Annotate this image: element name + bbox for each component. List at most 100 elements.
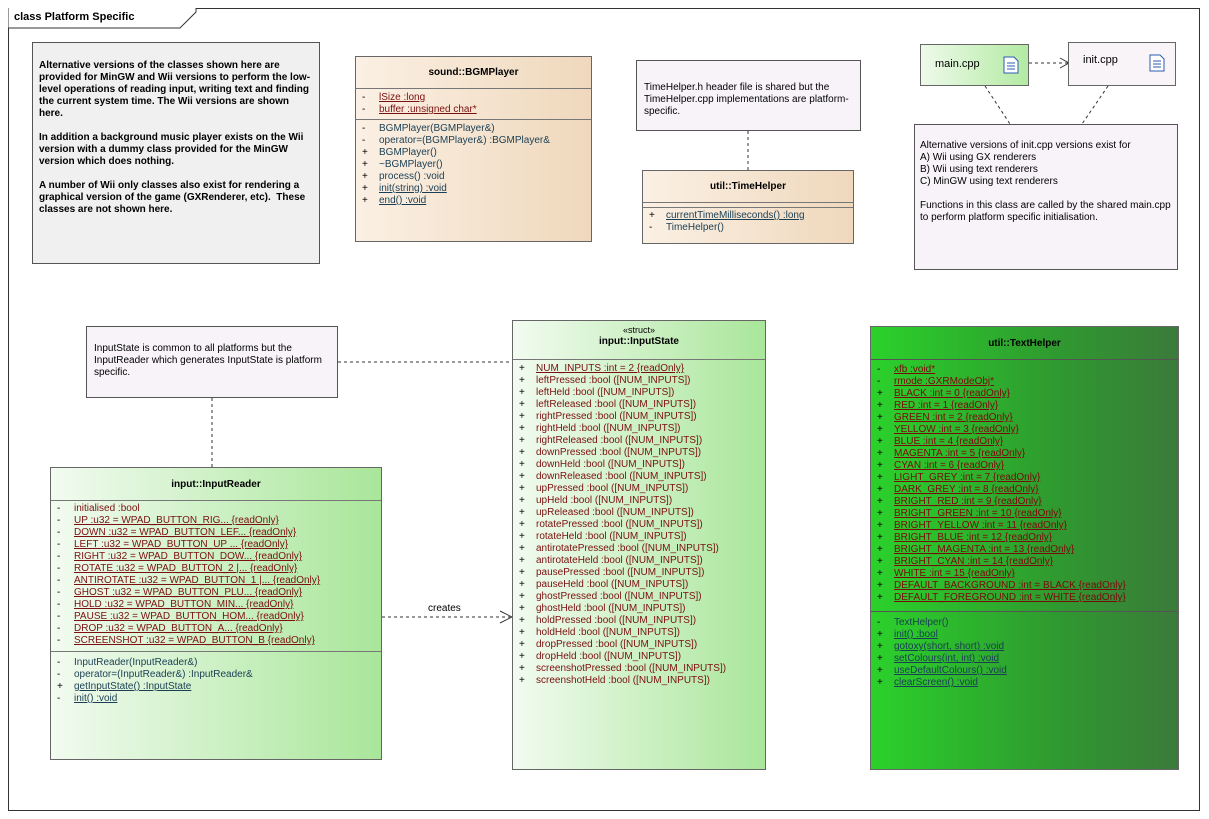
visibility-marker: + <box>519 639 525 650</box>
class-attribute[interactable]: +pausePressed :bool ([NUM_INPUTS]) <box>513 567 765 579</box>
class-operation[interactable]: -operator=(BGMPlayer&) :BGMPlayer& <box>356 135 591 147</box>
class-attribute[interactable]: +pauseHeld :bool ([NUM_INPUTS]) <box>513 579 765 591</box>
class-operation[interactable]: +setColours(int, int) :void <box>871 653 1178 665</box>
attribute-text: LEFT :u32 = WPAD_BUTTON_UP ... {readOnly… <box>74 539 289 550</box>
class-attribute[interactable]: +ghostPressed :bool ([NUM_INPUTS]) <box>513 591 765 603</box>
class-operation[interactable]: +currentTimeMilliseconds() :long <box>643 210 853 222</box>
class-attribute[interactable]: +BRIGHT_YELLOW :int = 11 {readOnly} <box>871 520 1178 532</box>
class-attribute[interactable]: -xfb :void* <box>871 364 1178 376</box>
operation-text: gotoxy(short, short) :void <box>894 641 1005 652</box>
class-attribute[interactable]: +LIGHT_GREY :int = 7 {readOnly} <box>871 472 1178 484</box>
class-attribute[interactable]: -PAUSE :u32 = WPAD_BUTTON_HOM... {readOn… <box>51 611 381 623</box>
class-operation[interactable]: +BGMPlayer() <box>356 147 591 159</box>
class-attribute[interactable]: +downHeld :bool ([NUM_INPUTS]) <box>513 459 765 471</box>
attribute-text: LIGHT_GREY :int = 7 {readOnly} <box>894 472 1041 483</box>
attribute-text: holdPressed :bool ([NUM_INPUTS]) <box>536 615 697 626</box>
class-attribute[interactable]: +WHITE :int = 15 {readOnly} <box>871 568 1178 580</box>
visibility-marker: + <box>519 603 525 614</box>
class-attribute[interactable]: +antirotatePressed :bool ([NUM_INPUTS]) <box>513 543 765 555</box>
class-attribute[interactable]: +DARK_GREY :int = 8 {readOnly} <box>871 484 1178 496</box>
file-main-cpp[interactable]: main.cpp <box>920 44 1029 86</box>
class-attribute[interactable]: -UP :u32 = WPAD_BUTTON_RIG... {readOnly} <box>51 515 381 527</box>
class-attribute[interactable]: +NUM_INPUTS :int = 2 {readOnly} <box>513 363 765 375</box>
class-attribute[interactable]: +BRIGHT_MAGENTA :int = 13 {readOnly} <box>871 544 1178 556</box>
class-attribute[interactable]: -initialised :bool <box>51 503 381 515</box>
class-attribute[interactable]: +dropPressed :bool ([NUM_INPUTS]) <box>513 639 765 651</box>
class-attribute[interactable]: +rightHeld :bool ([NUM_INPUTS]) <box>513 423 765 435</box>
class-operation[interactable]: +clearScreen() :void <box>871 677 1178 689</box>
class-attribute[interactable]: -LEFT :u32 = WPAD_BUTTON_UP ... {readOnl… <box>51 539 381 551</box>
class-attribute[interactable]: +upReleased :bool ([NUM_INPUTS]) <box>513 507 765 519</box>
attribute-text: ghostHeld :bool ([NUM_INPUTS]) <box>536 603 686 614</box>
class-texthelper[interactable]: util::TextHelper -xfb :void*-rmode :GXRM… <box>870 326 1179 770</box>
class-operation[interactable]: +getInputState() :InputState <box>51 681 381 693</box>
class-attribute[interactable]: +DEFAULT_BACKGROUND :int = BLACK {readOn… <box>871 580 1178 592</box>
diagram-title: class Platform Specific <box>14 11 135 23</box>
class-attribute[interactable]: +rightReleased :bool ([NUM_INPUTS]) <box>513 435 765 447</box>
class-attribute[interactable]: -ROTATE :u32 = WPAD_BUTTON_2 |... {readO… <box>51 563 381 575</box>
class-inputstate[interactable]: «struct» input::InputState +NUM_INPUTS :… <box>512 320 766 770</box>
operation-text: TimeHelper() <box>666 222 724 233</box>
class-attribute[interactable]: + ghostHeld :bool ([NUM_INPUTS]) <box>513 603 765 615</box>
class-attribute[interactable]: +GREEN :int = 2 {readOnly} <box>871 412 1178 424</box>
attribute-text: UP :u32 = WPAD_BUTTON_RIG... {readOnly} <box>74 515 279 526</box>
class-operation[interactable]: +process() :void <box>356 171 591 183</box>
class-attribute[interactable]: +leftHeld :bool ([NUM_INPUTS]) <box>513 387 765 399</box>
class-operation[interactable]: +init() :bool <box>871 629 1178 641</box>
class-operation[interactable]: -operator=(InputReader&) :InputReader& <box>51 669 381 681</box>
class-attribute[interactable]: -HOLD :u32 = WPAD_BUTTON_MIN... {readOnl… <box>51 599 381 611</box>
file-init-cpp[interactable]: init.cpp <box>1068 42 1176 86</box>
class-operation[interactable]: +useDefaultColours() :void <box>871 665 1178 677</box>
class-operation[interactable]: +gotoxy(short, short) :void <box>871 641 1178 653</box>
class-attribute[interactable]: +CYAN :int = 6 {readOnly} <box>871 460 1178 472</box>
class-attribute[interactable]: +BRIGHT_GREEN :int = 10 {readOnly} <box>871 508 1178 520</box>
class-inputreader[interactable]: input::InputReader -initialised :bool-UP… <box>50 467 382 760</box>
class-attribute[interactable]: -GHOST :u32 = WPAD_BUTTON_PLU... {readOn… <box>51 587 381 599</box>
class-attribute[interactable]: +leftPressed :bool ([NUM_INPUTS]) <box>513 375 765 387</box>
class-attribute[interactable]: +BLACK :int = 0 {readOnly} <box>871 388 1178 400</box>
class-operation[interactable]: -init() :void <box>51 693 381 705</box>
class-attribute[interactable]: -buffer :unsigned char* <box>356 104 591 116</box>
class-attribute[interactable]: +leftReleased :bool ([NUM_INPUTS]) <box>513 399 765 411</box>
class-operation[interactable]: -TextHelper() <box>871 617 1178 629</box>
class-operation[interactable]: +~BGMPlayer() <box>356 159 591 171</box>
class-attribute[interactable]: +RED :int = 1 {readOnly} <box>871 400 1178 412</box>
class-bgmplayer[interactable]: sound::BGMPlayer -lSize :long-buffer :un… <box>355 56 592 242</box>
class-attribute[interactable]: +BRIGHT_BLUE :int = 12 {readOnly} <box>871 532 1178 544</box>
class-operation[interactable]: -BGMPlayer(BGMPlayer&) <box>356 123 591 135</box>
class-attribute[interactable]: +screenshotHeld :bool ([NUM_INPUTS]) <box>513 675 765 687</box>
class-operation[interactable]: -TimeHelper() <box>643 222 853 234</box>
class-attribute[interactable]: +holdPressed :bool ([NUM_INPUTS]) <box>513 615 765 627</box>
class-attribute[interactable]: +BRIGHT_CYAN :int = 14 {readOnly} <box>871 556 1178 568</box>
class-attribute[interactable]: +rightPressed :bool ([NUM_INPUTS]) <box>513 411 765 423</box>
class-attribute[interactable]: +antirotateHeld :bool ([NUM_INPUTS]) <box>513 555 765 567</box>
class-attribute[interactable]: -DOWN :u32 = WPAD_BUTTON_LEF... {readOnl… <box>51 527 381 539</box>
class-attribute[interactable]: +dropHeld :bool ([NUM_INPUTS]) <box>513 651 765 663</box>
class-attribute[interactable]: +YELLOW :int = 3 {readOnly} <box>871 424 1178 436</box>
class-operation[interactable]: +init(string) :void <box>356 183 591 195</box>
class-attribute[interactable]: +BRIGHT_RED :int = 9 {readOnly} <box>871 496 1178 508</box>
class-timehelper[interactable]: util::TimeHelper +currentTimeMillisecond… <box>642 170 854 244</box>
class-attribute[interactable]: +upPressed :bool ([NUM_INPUTS]) <box>513 483 765 495</box>
class-attribute[interactable]: +screenshotPressed :bool ([NUM_INPUTS]) <box>513 663 765 675</box>
class-attribute[interactable]: +BLUE :int = 4 {readOnly} <box>871 436 1178 448</box>
class-attribute[interactable]: +upHeld :bool ([NUM_INPUTS]) <box>513 495 765 507</box>
operation-text: getInputState() :InputState <box>74 681 192 692</box>
class-attribute[interactable]: -SCREENSHOT :u32 = WPAD_BUTTON_B {readOn… <box>51 635 381 647</box>
class-attribute[interactable]: -ANTIROTATE :u32 = WPAD_BUTTON_1 |... {r… <box>51 575 381 587</box>
class-attribute[interactable]: +MAGENTA :int = 5 {readOnly} <box>871 448 1178 460</box>
class-attribute[interactable]: -RIGHT :u32 = WPAD_BUTTON_DOW... {readOn… <box>51 551 381 563</box>
class-attribute[interactable]: +rotatePressed :bool ([NUM_INPUTS]) <box>513 519 765 531</box>
class-attribute[interactable]: -rmode :GXRModeObj* <box>871 376 1178 388</box>
class-attribute[interactable]: +downReleased :bool ([NUM_INPUTS]) <box>513 471 765 483</box>
class-attribute[interactable]: -DROP :u32 = WPAD_BUTTON_A... {readOnly} <box>51 623 381 635</box>
attribute-text: ANTIROTATE :u32 = WPAD_BUTTON_1 |... {re… <box>74 575 321 586</box>
class-operation[interactable]: +end() :void <box>356 195 591 207</box>
class-attribute[interactable]: +holdHeld :bool ([NUM_INPUTS]) <box>513 627 765 639</box>
class-attribute[interactable]: +rotateHeld :bool ([NUM_INPUTS]) <box>513 531 765 543</box>
class-attribute[interactable]: -lSize :long <box>356 92 591 104</box>
operation-text: useDefaultColours() :void <box>894 665 1007 676</box>
class-attribute[interactable]: +DEFAULT_FOREGROUND :int = WHITE {readOn… <box>871 592 1178 604</box>
class-attribute[interactable]: +downPressed :bool ([NUM_INPUTS]) <box>513 447 765 459</box>
class-operation[interactable]: -InputReader(InputReader&) <box>51 657 381 669</box>
